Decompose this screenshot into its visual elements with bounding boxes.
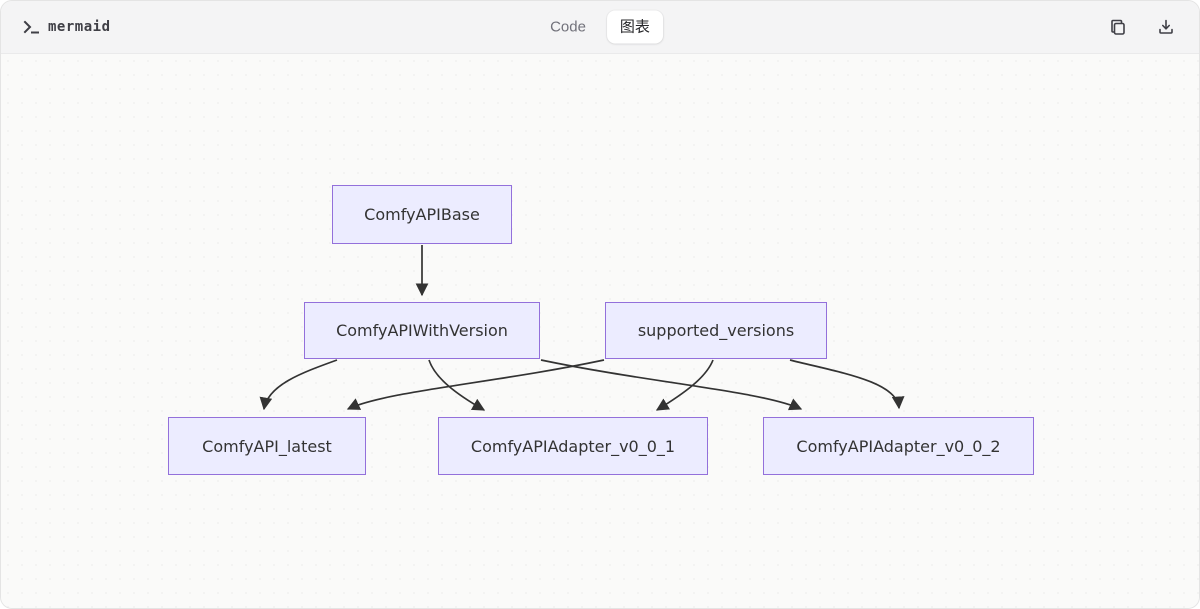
- edge-supported-to-adapter2: [789, 359, 905, 410]
- diagram-canvas: [1, 54, 1199, 608]
- edge-withversion-to-adapter2: [540, 359, 803, 411]
- edge-supported-to-latest: [346, 359, 605, 410]
- tab-diagram[interactable]: 图表: [606, 10, 663, 44]
- view-toggle: Code 图表: [537, 10, 663, 44]
- download-button[interactable]: [1155, 16, 1177, 38]
- copy-icon: [1109, 18, 1127, 36]
- tab-code[interactable]: Code: [537, 11, 599, 44]
- download-icon: [1157, 18, 1175, 36]
- brand: mermaid: [23, 19, 111, 35]
- node-comfyapi-latest: ComfyAPI_latest: [168, 417, 366, 475]
- toolbar-actions: [1107, 16, 1177, 38]
- node-comfyapiwithversion: ComfyAPIWithVersion: [304, 302, 540, 359]
- edge-withversion-to-latest: [259, 359, 338, 411]
- edge-supported-to-adapter1: [655, 359, 714, 411]
- toolbar: mermaid Code 图表: [1, 1, 1199, 54]
- copy-button[interactable]: [1107, 16, 1129, 38]
- node-supported-versions: supported_versions: [605, 302, 827, 359]
- node-comfyapiadapter-v0-0-2: ComfyAPIAdapter_v0_0_2: [763, 417, 1034, 475]
- brand-label: mermaid: [48, 19, 111, 35]
- node-comfyapibase: ComfyAPIBase: [332, 185, 512, 244]
- node-comfyapiadapter-v0-0-1: ComfyAPIAdapter_v0_0_1: [438, 417, 708, 475]
- terminal-icon: [23, 19, 39, 35]
